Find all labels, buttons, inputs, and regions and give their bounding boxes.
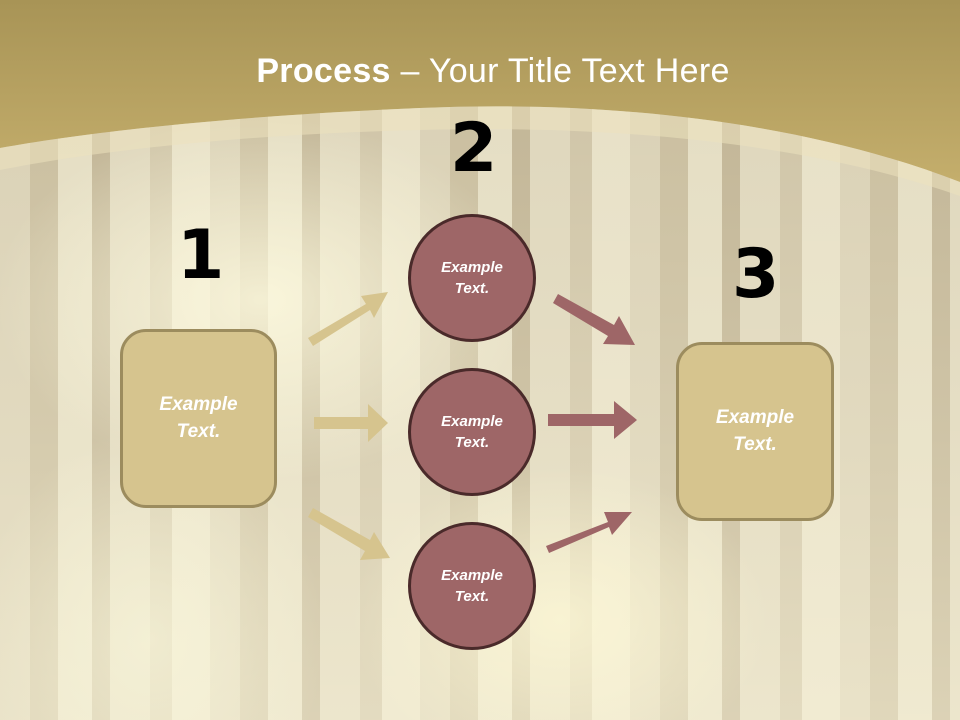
circle-3-label-line1: Example [441,567,503,584]
step-2-circle-top[interactable]: Example Text. [408,214,536,342]
title-bold: Process [256,52,391,90]
circle-3-label: Example Text. [441,565,503,607]
arrow-up-right-icon [546,512,632,553]
step-2-circle-bottom[interactable]: Example Text. [408,522,536,650]
arrow-down-right-icon [553,294,635,345]
circle-2-label: Example Text. [441,411,503,453]
step-number-1: 1 [177,216,225,295]
arrow-right-icon [548,401,637,439]
step-2-circle-middle[interactable]: Example Text. [408,368,536,496]
circle-2-label-line2: Text. [454,434,490,451]
header-band [0,0,960,196]
step-1-label: Example Text. [159,392,237,445]
step-1-box[interactable]: Example Text. [120,329,277,508]
step-3-label-line2: Text. [733,433,777,455]
circle-3-label-line2: Text. [454,588,490,605]
arrow-down-right-icon [308,508,390,560]
arrow-up-right-icon [308,292,388,346]
title-rest: – Your Title Text Here [390,52,730,90]
circle-1-label: Example Text. [441,257,503,299]
slide-title: Process – Your Title Text Here [0,52,960,91]
step-1-label-line1: Example [159,393,238,415]
circle-1-label-line2: Text. [454,280,490,297]
circle-1-label-line1: Example [441,259,503,276]
step-3-label-line1: Example [715,406,795,428]
step-3-label: Example Text. [716,405,794,458]
step-number-3: 3 [732,235,780,314]
step-3-box[interactable]: Example Text. [676,342,834,521]
circle-2-label-line1: Example [441,413,503,430]
arrow-right-icon [314,404,388,442]
step-number-2: 2 [450,109,498,188]
step-1-label-line2: Text. [176,420,221,442]
